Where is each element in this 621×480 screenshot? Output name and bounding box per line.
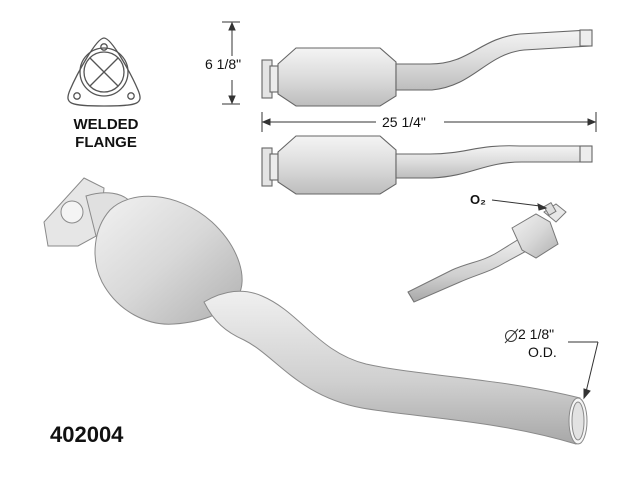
diameter-text: 2 1/8"	[518, 326, 555, 342]
o2-sensor-label: O₂	[470, 192, 486, 207]
length-dimension-line	[261, 112, 597, 132]
welded-flange-icon	[67, 37, 141, 107]
part-number: 402004	[50, 422, 124, 447]
diameter-leader	[568, 341, 599, 400]
height-dimension-line	[222, 21, 240, 105]
outer-diameter-text: O.D.	[528, 344, 557, 360]
diameter-symbol-icon	[504, 328, 519, 344]
welded-flange-label: WELDED FLANGE	[58, 116, 154, 152]
side-view-bottom	[261, 135, 593, 195]
length-dimension-text: 25 1/4"	[382, 114, 426, 130]
main-isometric-view	[43, 177, 588, 445]
o2-sensor-leader	[491, 199, 548, 211]
small-isometric-view	[407, 201, 567, 303]
flange-label-line1: WELDED	[73, 116, 139, 133]
side-view-top	[261, 29, 593, 107]
flange-label-line2: FLANGE	[75, 134, 137, 151]
height-dimension-text: 6 1/8"	[205, 56, 242, 72]
